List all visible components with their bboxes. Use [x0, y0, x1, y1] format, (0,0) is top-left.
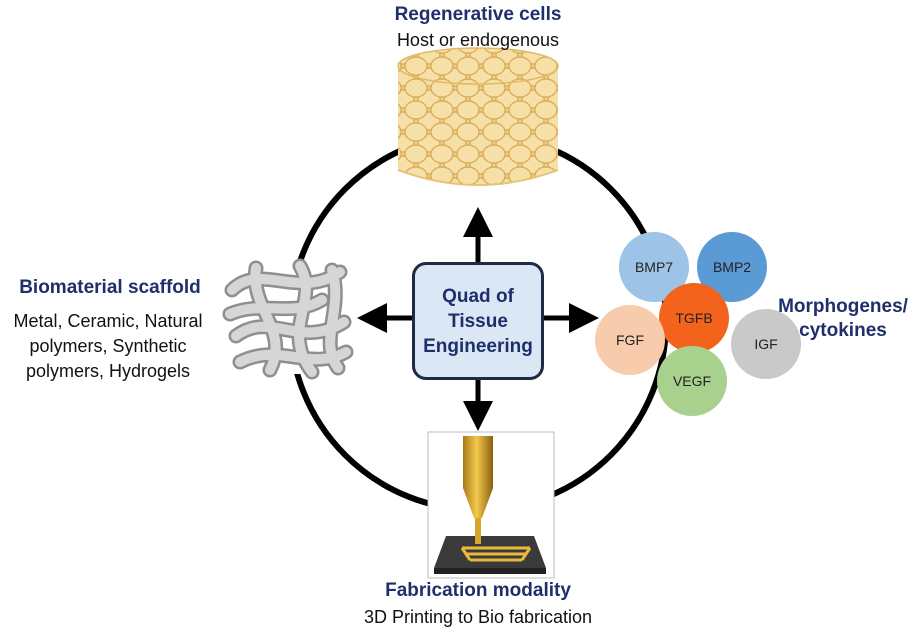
factor-circle-fgf — [595, 305, 665, 375]
factor-label-igf: IGF — [754, 336, 777, 352]
bottom-subtitle: 3D Printing to Bio fabrication — [363, 607, 593, 627]
factor-label-bmp2: BMP2 — [713, 259, 751, 275]
center-line-3: Engineering — [423, 335, 533, 357]
top-title: Regenerative cells — [394, 4, 562, 25]
factor-label-bmp7: BMP7 — [635, 259, 673, 275]
right-title-2: cytokines — [799, 320, 887, 341]
left-title: Biomaterial scaffold — [19, 277, 201, 298]
left-line-3: polymers, Hydrogels — [25, 361, 191, 381]
right-title-1: Morphogenes/ — [778, 296, 908, 317]
left-line-2: polymers, Synthetic — [29, 336, 187, 356]
top-subtitle: Host or endogenous — [396, 30, 560, 50]
left-line-1: Metal, Ceramic, Natural — [13, 311, 203, 331]
center-box: Quad of Tissue Engineering — [412, 262, 544, 380]
printer-image — [427, 431, 555, 579]
cell-cylinder-image — [397, 47, 559, 186]
center-line-2: Tissue — [448, 310, 508, 332]
factor-circle-bmp7 — [619, 232, 689, 302]
center-line-1: Quad of — [442, 285, 514, 307]
factor-circle-bmp2 — [697, 232, 767, 302]
factor-circle-tgfb — [659, 283, 729, 353]
factor-label-vegf: VEGF — [673, 373, 711, 389]
factor-label-fgf: FGF — [616, 332, 644, 348]
factor-circle-vegf — [657, 346, 727, 416]
scaffold-image — [222, 258, 354, 380]
bottom-title: Fabrication modality — [385, 580, 571, 601]
factor-circle-igf — [731, 309, 801, 379]
factor-label-tgfb: TGFB — [675, 310, 712, 326]
